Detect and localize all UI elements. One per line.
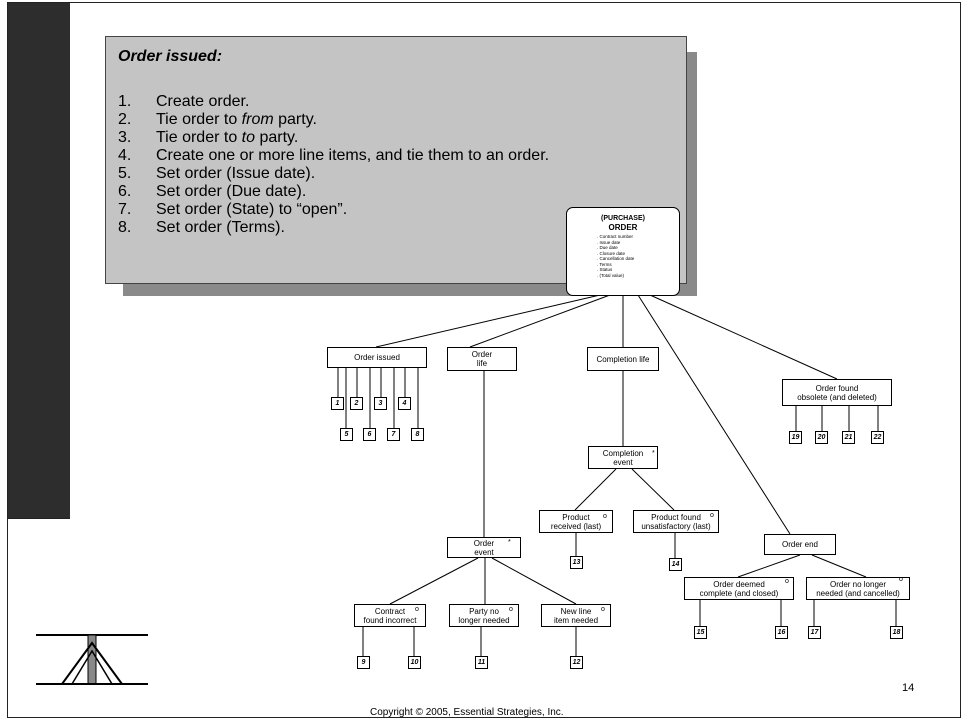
step-ref-1: 1 <box>331 397 344 410</box>
step-item: 1.Create order. <box>118 93 250 110</box>
step-ref-18: 18 <box>890 626 903 639</box>
company-logo-icon <box>36 634 148 685</box>
callout-title: Order issued: <box>118 48 223 65</box>
node-order-found-obsolete: Order found obsolete (and deleted) <box>782 379 892 406</box>
slide-frame <box>7 2 961 718</box>
step-item: 3.Tie order to to party. <box>118 129 299 146</box>
step-item: 2.Tie order to from party. <box>118 111 317 128</box>
copyright-notice: Copyright © 2005, Essential Strategies, … <box>370 707 564 718</box>
step-ref-8: 8 <box>411 428 424 441</box>
selection-marker: o <box>710 512 714 519</box>
entity-attribute: . Contract number <box>597 234 634 239</box>
page-number: 14 <box>902 682 915 694</box>
node-order-deemed-complete: Order deemed complete (and closed) <box>684 577 794 600</box>
iteration-marker: * <box>652 450 655 457</box>
entity-attributes: . Contract number . Issue date . Due dat… <box>597 234 679 278</box>
step-ref-13: 13 <box>570 556 583 569</box>
node-order-issued: Order issued <box>327 347 427 368</box>
step-item: 5.Set order (Issue date). <box>118 165 316 182</box>
step-ref-7: 7 <box>387 428 400 441</box>
entity-attribute: . (Total value) <box>597 272 625 278</box>
step-ref-10: 10 <box>408 656 421 669</box>
step-item: 7.Set order (State) to “open”. <box>118 201 348 218</box>
step-item: 8.Set order (Terms). <box>118 219 285 236</box>
selection-marker: o <box>603 513 607 520</box>
node-order-end: Order end <box>764 534 836 555</box>
selection-marker: o <box>785 578 789 585</box>
selection-marker: o <box>415 606 419 613</box>
node-completion-life: Completion life <box>587 347 659 371</box>
entity-attribute: . Terms <box>597 261 612 267</box>
step-ref-12: 12 <box>570 656 583 669</box>
step-ref-16: 16 <box>775 626 788 639</box>
step-ref-22: 22 <box>871 431 884 444</box>
node-order-no-longer-needed: Order no longer needed (and cancelled) <box>806 577 910 600</box>
purchase-order-entity: (PURCHASE) ORDER . Contract number . Iss… <box>566 207 680 296</box>
node-new-line-item-needed: New line item needed <box>541 604 611 627</box>
step-ref-19: 19 <box>789 431 802 444</box>
entity-attribute: . Status <box>597 267 613 272</box>
step-ref-3: 3 <box>374 397 387 410</box>
step-ref-15: 15 <box>694 626 707 639</box>
step-item: 6.Set order (Due date). <box>118 183 307 200</box>
selection-marker: o <box>899 576 903 583</box>
step-item: 4.Create one or more line items, and tie… <box>118 147 550 164</box>
iteration-marker: * <box>508 539 511 546</box>
step-ref-2: 2 <box>350 397 363 410</box>
entity-attribute: . Closure date <box>597 250 626 256</box>
step-ref-9: 9 <box>357 656 370 669</box>
entity-attribute: . Cancellation date <box>597 256 635 261</box>
step-ref-21: 21 <box>842 431 855 444</box>
step-ref-17: 17 <box>808 626 821 639</box>
step-ref-6: 6 <box>363 428 376 441</box>
node-product-received: Product received (last) <box>539 510 613 533</box>
node-completion-event: Completion event <box>588 446 658 469</box>
step-ref-4: 4 <box>398 397 411 410</box>
selection-marker: o <box>509 606 513 613</box>
entity-attribute: . Issue date <box>597 239 621 245</box>
node-product-unsatisfactory: Product found unsatisfactory (last) <box>633 510 719 533</box>
step-ref-11: 11 <box>475 656 488 669</box>
node-party-no-longer-needed: Party no longer needed <box>449 604 519 627</box>
step-ref-20: 20 <box>815 431 828 444</box>
entity-title-line1: (PURCHASE) <box>601 215 645 222</box>
step-ref-5: 5 <box>340 428 353 441</box>
step-ref-14: 14 <box>669 558 682 571</box>
node-order-life: Order life <box>447 347 517 371</box>
left-dark-bar <box>8 3 70 518</box>
left-divider-line <box>8 518 70 519</box>
node-order-event: Order event <box>447 537 521 558</box>
entity-title-line2: ORDER <box>608 223 638 232</box>
selection-marker: o <box>601 606 605 613</box>
node-contract-found-incorrect: Contract found incorrect <box>354 604 426 627</box>
entity-attribute: . Due date <box>597 245 618 250</box>
steps-list: 1.Create order. 2.Tie order to from part… <box>118 93 549 237</box>
